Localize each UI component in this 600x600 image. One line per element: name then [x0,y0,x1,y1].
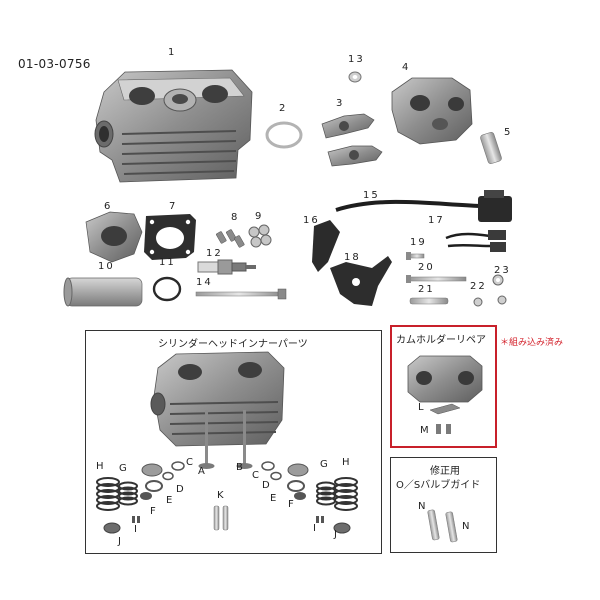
part-label-19: 19 [410,237,427,248]
product-code: 01-03-0756 [18,57,91,71]
inner-parts-title: シリンダーヘッドインナーパーツ [158,339,308,350]
part-label-21: 21 [418,284,435,295]
part-label-8: 8 [231,212,240,223]
letter-c-left: C [186,457,193,468]
part-label-22: 22 [470,281,487,292]
part-label-11: 11 [159,257,176,268]
letter-h-right: H [342,457,350,468]
guide-box-title-line1: 修正用 [430,466,460,477]
part-label-16: 16 [303,215,320,226]
cam-holder-repair-box [390,325,497,448]
gasket-plate-part [144,214,196,260]
gasket-ring-part [265,121,303,149]
ignition-coil-part [335,190,512,222]
part-label-6: 6 [104,201,113,212]
part-label-2: 2 [279,103,288,114]
small-bolts-part [216,229,245,248]
letter-j-left: J [118,536,121,547]
letter-g-right: G [320,459,328,470]
part-label-10: 10 [98,261,115,272]
cam-holder-part [391,77,473,145]
letter-l: L [418,402,424,413]
letter-f-left: F [150,506,156,517]
letter-f-right: F [288,499,294,510]
intake-manifold-part [85,211,143,263]
rocker-arm-part [321,113,383,167]
part-label-20: 20 [418,262,435,273]
cylinder-head-part [94,69,253,183]
os-valve-guide-drawing [427,509,458,543]
letter-i-left: I [134,524,137,535]
valve-a-drawing [198,410,215,469]
inner-parts-box [85,330,382,554]
letter-k: K [217,490,224,501]
insulator-tube-part [63,277,143,307]
part-label-15: 15 [363,190,380,201]
spark-plug-part [197,259,256,275]
cam-holder-repair-drawing [407,355,483,434]
preassembled-note: ＊組み込み済み [500,338,564,348]
letter-c-right: C [252,470,259,481]
letter-h-left: H [96,461,104,472]
os-valve-guide-box [390,457,497,553]
part-label-4: 4 [402,62,411,73]
right-valve-stack-drawing [261,461,358,534]
part-label-7: 7 [169,201,178,212]
letter-a: A [198,466,205,477]
part-label-18: 18 [344,252,361,263]
part-label-14: 14 [196,277,213,288]
plug-cap-part [312,220,340,272]
pin-part [480,132,502,164]
letter-m: M [420,425,429,436]
long-bolt-part [195,288,287,300]
letter-d-left: D [176,484,184,495]
letter-b: B [236,462,243,473]
letter-g-left: G [119,463,127,474]
part-label-23: 23 [494,265,511,276]
letter-n-left: N [418,501,426,512]
dowel-part [409,297,449,305]
part-label-5: 5 [504,127,513,138]
letter-d-right: D [262,480,270,491]
valve-guide-k-drawing [213,505,229,531]
guide-box-title-line2: O／Sバルブガイド [396,480,481,491]
bracket-part [330,256,392,306]
letter-j-right: J [334,529,337,540]
letter-e-right: E [270,493,277,504]
part-label-17: 17 [428,215,445,226]
letter-i-right: I [313,523,316,534]
part-label-12: 12 [206,248,223,259]
washer-nut-part [473,274,507,307]
inner-head-drawing [150,351,285,447]
washer-part [348,71,362,83]
part-label-9: 9 [255,211,264,222]
wiring-harness-part [445,230,506,252]
letter-n-right: N [462,521,470,532]
part-label-1: 1 [168,47,177,58]
letter-e-left: E [166,495,173,506]
bolt-part [406,252,425,260]
part-label-13: 13 [348,54,365,65]
o-ring-part [152,276,182,302]
left-valve-stack-drawing [96,461,185,534]
long-pin-part [406,275,467,283]
part-label-3: 3 [336,98,345,109]
nuts-washers-part [248,224,272,248]
valve-b-drawing [236,410,253,469]
cam-holder-repair-title: カムホルダーリペア [396,335,486,346]
